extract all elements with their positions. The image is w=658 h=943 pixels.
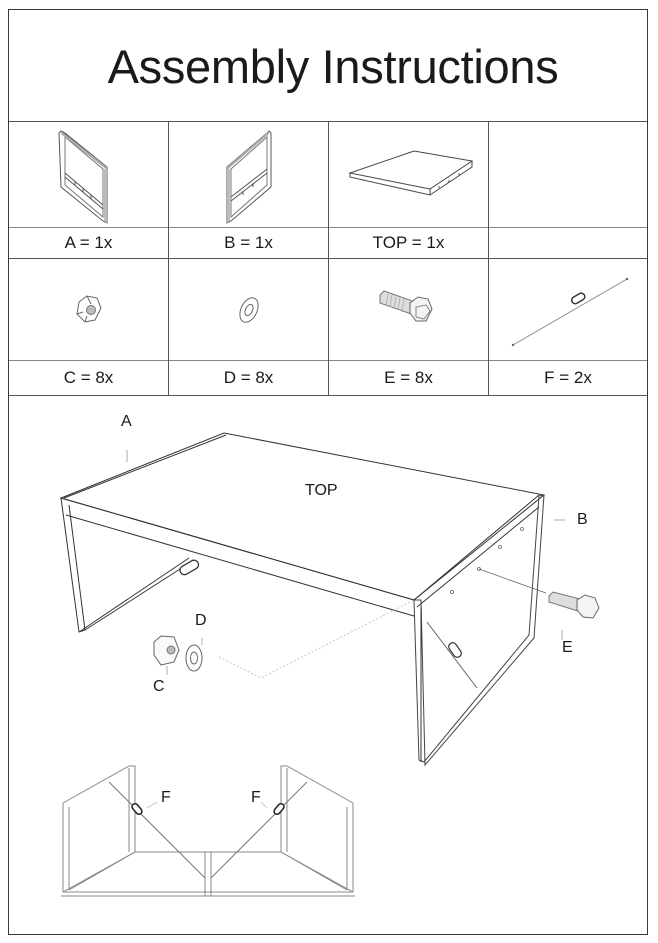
part-b-label: B = 1x [224,233,273,252]
grid-divider [168,121,169,395]
side-frame-a-icon [57,129,107,224]
part-e-label: E = 8x [384,368,433,387]
grid-divider [488,121,489,395]
grid-divider [9,395,647,396]
assembly-diagram [59,432,600,897]
callout-c: C [153,678,165,695]
part-b-cell [169,122,328,227]
part-c-cell [9,259,168,360]
callout-f-right: F [251,789,261,806]
part-a-label: A = 1x [64,233,113,252]
part-d-label: D = 8x [223,368,274,387]
part-f-label: F = 2x [544,368,592,387]
callout-b: B [577,511,588,528]
callout-e: E [562,639,573,656]
part-top-cell [329,122,488,227]
callout-d: D [195,612,207,629]
part-e-cell [329,259,488,360]
washer-icon [238,296,259,323]
part-f-cell [489,259,647,360]
part-d-cell [169,259,328,360]
part-c-label: C = 8x [63,368,114,387]
callout-top: TOP [305,482,338,499]
instruction-sheet: Assembly Instructions [8,9,648,935]
grid-divider [328,121,329,395]
callout-a: A [121,413,132,430]
tension-rod-icon [511,277,629,346]
page-title: Assembly Instructions [107,39,559,93]
part-a-cell [9,122,168,227]
callout-f-left: F [161,789,171,806]
side-frame-b-icon [226,129,271,224]
table-top-panel-icon [347,149,473,196]
hex-bolt-icon [379,289,433,321]
hex-nut-icon [75,294,102,323]
part-top-label: TOP = 1x [372,233,445,252]
